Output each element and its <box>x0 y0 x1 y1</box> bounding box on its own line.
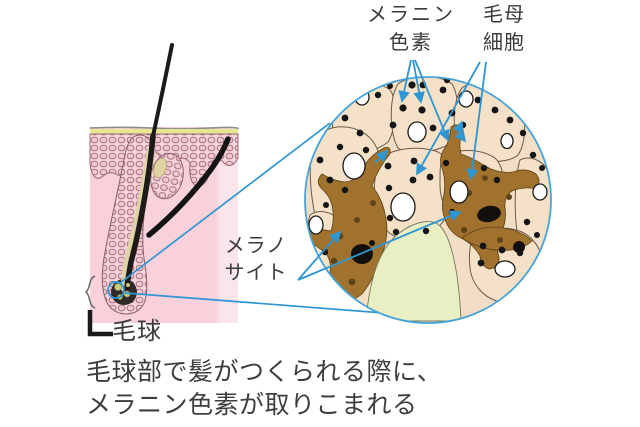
skin-cross-section <box>84 43 239 337</box>
arrow-melanocyte-1 <box>297 230 342 281</box>
label-melanin-pigment: メラニン 色素 <box>362 1 460 57</box>
label-hair-matrix-cells: 毛母 細胞 <box>469 1 539 57</box>
caption-line1: 毛球部で髪がつくられる際に、 <box>86 358 443 386</box>
arrow-transfer-right <box>452 120 467 143</box>
arrow-matrix-1 <box>416 61 481 176</box>
bulb-brace <box>84 275 96 309</box>
label-melanocyte-line2: サイト <box>224 262 288 284</box>
arrow-melanin-2 <box>412 59 425 104</box>
magnifier-lines <box>119 122 398 315</box>
bulb-callout-line <box>87 310 113 337</box>
magnifier-circle-outline <box>304 76 552 324</box>
old-hair <box>146 136 231 238</box>
arrow-melanin-3 <box>414 59 450 142</box>
label-melanin-line1: メラニン <box>367 4 455 26</box>
caption-line2: メラニン色素が取りこまれる <box>86 391 418 419</box>
label-hair-bulb: 毛球 <box>112 318 162 345</box>
arrow-melanin-1 <box>398 59 412 103</box>
skin-surface-line <box>89 126 239 130</box>
hair-shaft-inner <box>124 133 156 292</box>
sebaceous-gland <box>150 152 184 200</box>
dermal-papilla <box>365 221 462 322</box>
annotation-arrows <box>297 59 487 281</box>
label-melanocyte: メラノ サイト <box>216 233 296 287</box>
arrow-matrix-2 <box>466 61 487 181</box>
arrow-melanocyte-2 <box>297 210 462 281</box>
caption: 毛球部で髪がつくられる際に、 メラニン色素が取りこまれる <box>86 356 442 422</box>
hair-shaft <box>151 43 174 138</box>
hair-follicle <box>101 134 156 315</box>
horny-layer <box>90 129 238 135</box>
label-melanocyte-line1: メラノ <box>224 235 288 257</box>
label-matrix-line1: 毛母 <box>483 4 525 26</box>
arrow-transfer-left <box>374 149 389 164</box>
label-melanin-line2: 色素 <box>389 32 433 54</box>
bulb-highlight-circle <box>107 281 125 299</box>
label-matrix-line2: 細胞 <box>483 32 525 54</box>
